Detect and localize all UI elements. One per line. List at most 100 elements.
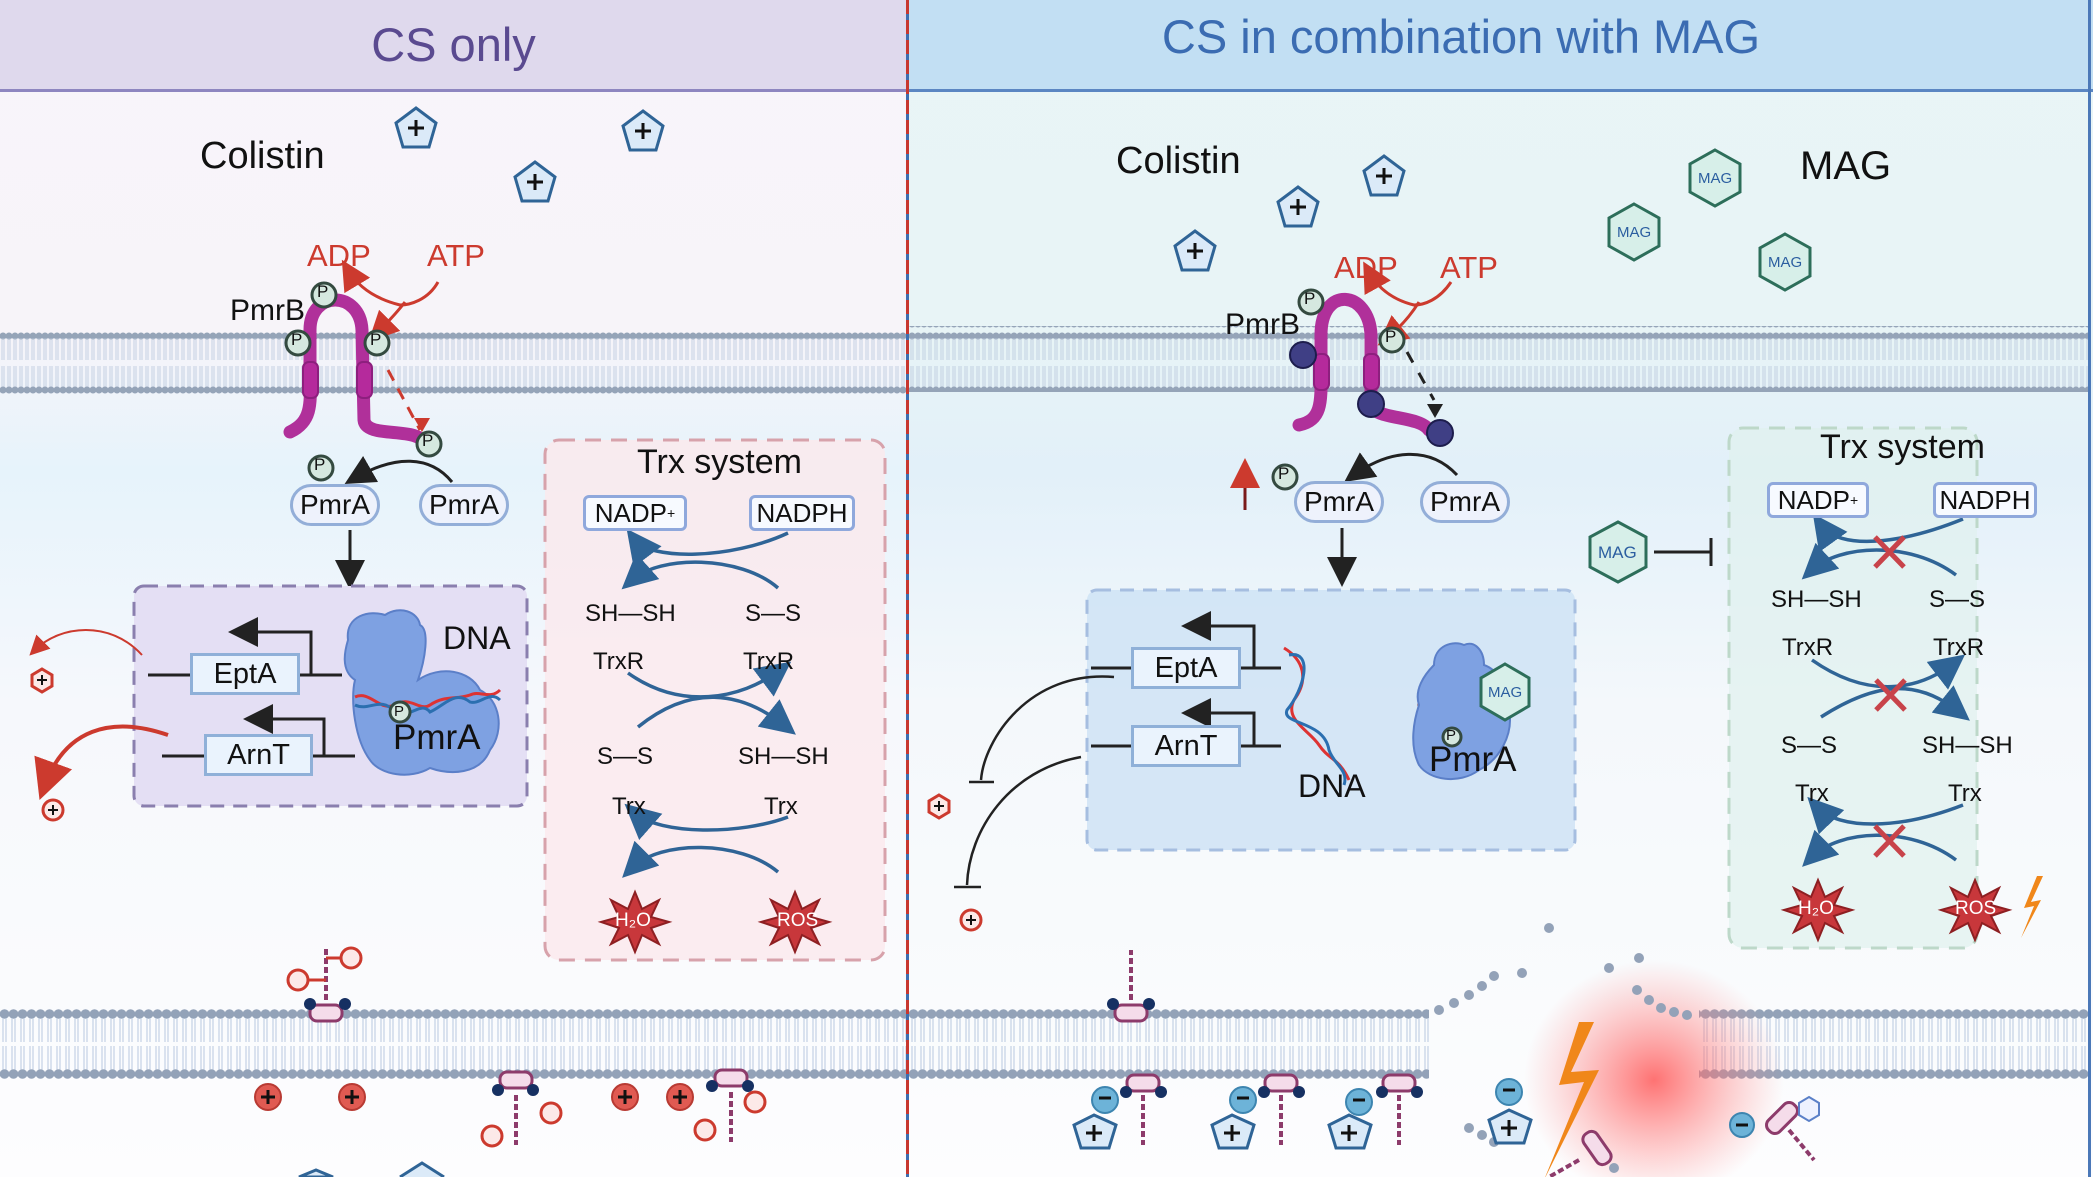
phosphate-icon: [310, 281, 338, 309]
adp-label: ADP: [1334, 250, 1398, 285]
gene-arnt: ArnT: [1131, 725, 1241, 767]
nadph-box: NADPH: [1933, 482, 2037, 518]
mag-molecule-label: MAG: [1617, 224, 1652, 241]
phosphate-label: P: [1385, 327, 1397, 346]
pmra-phosphorylation-arrow: [344, 456, 454, 484]
trx-system-title: Trx system: [1820, 428, 1985, 466]
modified-charge-icon: [959, 908, 983, 932]
pmra-unphosphorylated: PmrA: [1420, 481, 1510, 523]
nadp-superscript: +: [667, 505, 676, 521]
lipid-a-modified: [693, 1068, 767, 1142]
phosphate-icon: [1271, 463, 1299, 491]
phosphotransfer-dashed-arrow: [386, 369, 422, 431]
colistin-label: Colistin: [1116, 140, 1241, 182]
gene-epta: EptA: [1131, 647, 1241, 689]
panel-title: CS only: [371, 18, 536, 71]
inner-membrane: [909, 1008, 1429, 1080]
cs-only-header: CS only: [0, 0, 907, 92]
atp-label: ATP: [427, 238, 485, 273]
bound-pmra-label: PmrA: [1429, 740, 1517, 779]
blocked-x-icon: [1874, 678, 1907, 712]
h2o-burst-icon: [597, 889, 673, 955]
colistin-binding-lps: [1210, 1073, 1305, 1150]
cs-mag-header: CS in combination with MAG: [909, 0, 2093, 92]
phosphate-icon: [388, 700, 412, 724]
trx-oxidized-label: Trx: [612, 793, 646, 820]
trxr-oxidized-label: TrxR: [743, 648, 795, 675]
blocked-x-icon: [1873, 824, 1906, 858]
gene-epta: EptA: [190, 653, 300, 695]
cs-only-diagram: [0, 106, 907, 1177]
nadp-box: NADP+: [583, 495, 687, 531]
mag-molecule: [1688, 148, 1742, 208]
phosphate-icon: [1378, 326, 1406, 354]
mag-molecule: [1607, 202, 1661, 262]
dna-label: DNA: [1298, 768, 1366, 804]
nadp-box: NADP+: [1767, 482, 1869, 518]
panel-divider: [906, 0, 910, 1177]
phosphate-label: P: [422, 431, 434, 450]
atp-to-adp-arrow: [341, 259, 440, 307]
pmrb-label: PmrB: [1225, 308, 1300, 341]
pmra-phosphorylated: PmrA: [290, 484, 380, 526]
phosphate-label: P: [1304, 289, 1316, 308]
panel-title: CS in combination with MAG: [1161, 10, 1761, 63]
trxr-reduced-label: TrxR: [593, 648, 645, 675]
trxr-oxidized-label: TrxR: [1933, 634, 1985, 661]
trxr-reduced-thiols: SH—SH: [585, 600, 676, 627]
phosphate-icon: [363, 329, 391, 357]
lightning-ros-icon: [2021, 876, 2043, 938]
phosphate-icon: [1441, 726, 1463, 748]
phosphate-icon: [307, 454, 335, 482]
blocked-x-icon: [1873, 535, 1906, 569]
nadph-box: NADPH: [749, 495, 855, 531]
colistin-molecule: [1276, 185, 1320, 228]
pmra-dna-complex: [343, 609, 500, 776]
colistin-molecule: [298, 1168, 334, 1177]
disrupted-lipids: [1434, 923, 1692, 1173]
nadp-label: NADP: [1777, 484, 1851, 515]
panel-border: [2088, 0, 2091, 1177]
colistin-molecule: [621, 109, 665, 152]
mag-label: MAG: [1800, 144, 1892, 188]
phosphate-icon: [1297, 288, 1325, 316]
cs-mag-panel: CS in combination with MAG: [909, 0, 2093, 1177]
cation-icon: [338, 1083, 366, 1111]
pmra-phosphorylated: PmrA: [1294, 481, 1384, 523]
phosphate-label: P: [370, 330, 382, 349]
mag-molecule-label: MAG: [1768, 254, 1803, 271]
phosphate-label: P: [317, 282, 329, 301]
pmrb-sensor-kinase: [1289, 292, 1454, 447]
trxr-reduced-label: TrxR: [1782, 634, 1834, 661]
lipid-a-unmodified: [1107, 950, 1155, 1023]
ros-label: ROS: [1955, 898, 1997, 919]
mag-molecule-label: MAG: [1698, 170, 1733, 187]
phosphotransfer-dashed-arrow: [1405, 351, 1436, 401]
lightning-damage-icon: [1545, 1022, 1599, 1177]
colistin-binding-lps: [1072, 1073, 1167, 1150]
lipid-a-modified: [480, 1070, 563, 1148]
dna-label: DNA: [443, 620, 511, 656]
nadp-label: NADP: [594, 497, 668, 528]
mag-molecule-label: MAG: [1598, 543, 1637, 562]
ros-label: ROS: [777, 910, 819, 931]
cation-icon: [611, 1083, 639, 1111]
trxr-oxidized-thiols: S—S: [745, 600, 802, 627]
inhibition-arrow: [954, 755, 1082, 889]
colistin-molecule: [1173, 229, 1217, 272]
membrane-damage-glow: [1524, 960, 1784, 1177]
mag-inhibits-trx-icon: [1654, 538, 1713, 566]
pmrb-label: PmrB: [230, 294, 305, 327]
pmra-phosphorylation-arrow: [1344, 452, 1459, 482]
phosphate-label: P: [291, 330, 303, 349]
trxr-oxidized-thiols: S—S: [1929, 586, 1986, 613]
cation-icon: [254, 1083, 282, 1111]
gene-arnt: ArnT: [204, 734, 313, 776]
colistin-molecule: [1362, 154, 1406, 197]
phosphate-label: P: [1446, 727, 1457, 744]
modified-charge-icon: [927, 793, 951, 820]
outer-membrane: [909, 326, 2089, 392]
trx-oxidized-thiols: S—S: [1781, 732, 1838, 759]
h2o-burst-icon: [1780, 877, 1856, 943]
displaced-lps: [1729, 1095, 1820, 1162]
